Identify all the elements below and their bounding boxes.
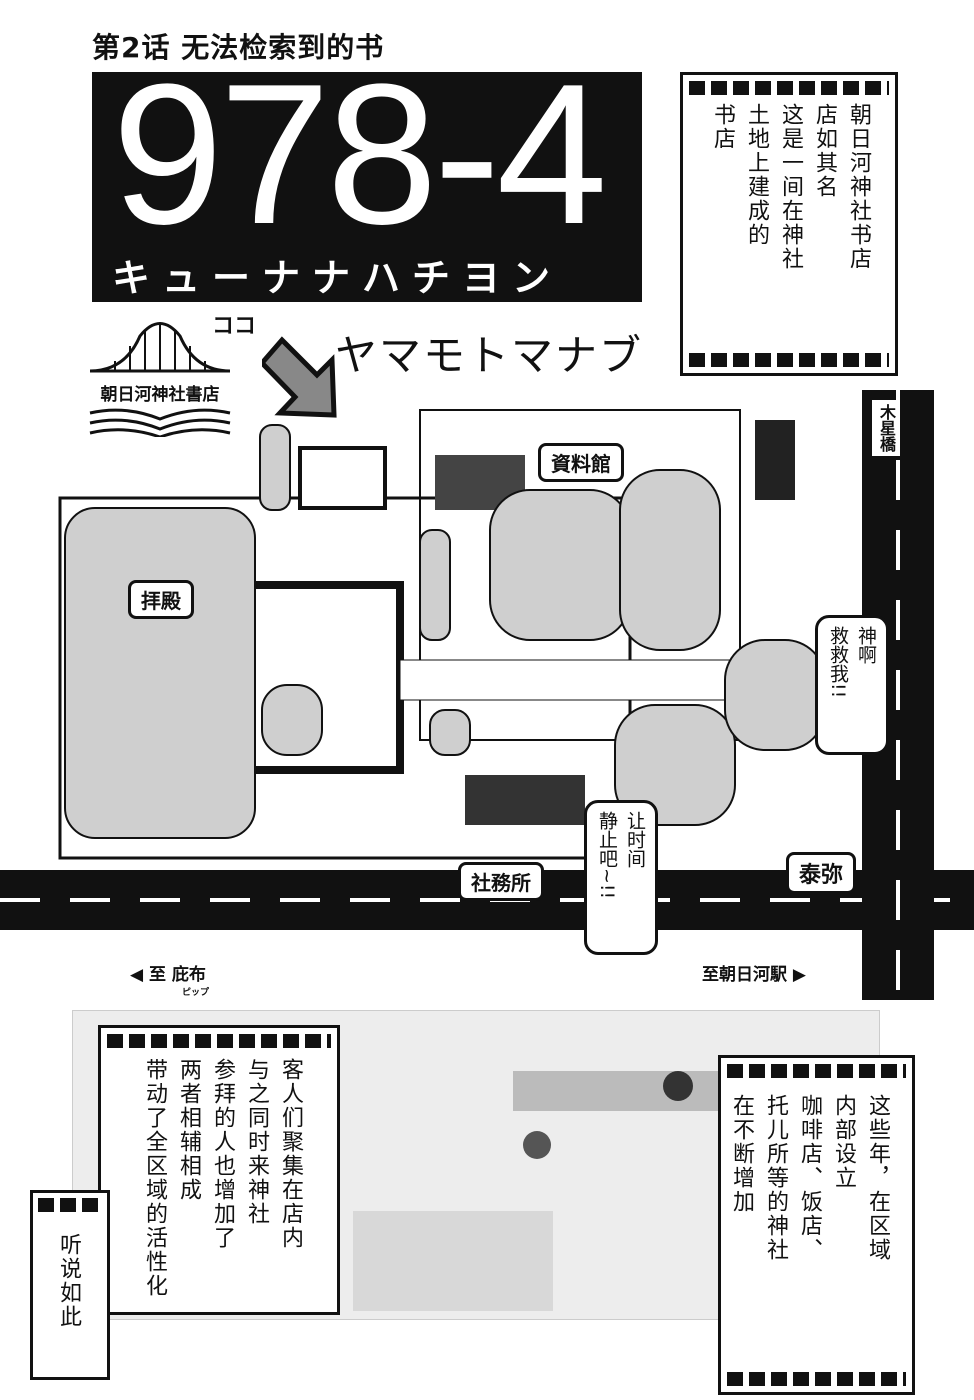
chapter-title: 第2话 无法检索到的书 xyxy=(92,31,385,64)
caption-line: 在不断增加 xyxy=(729,1094,754,1214)
caption-line: 朝日河神社书店 xyxy=(846,103,871,271)
here-marker: ココ xyxy=(212,314,257,339)
author-name: ヤマモトマナブ xyxy=(335,331,644,380)
bubble-line: 神啊 xyxy=(855,626,877,664)
trees xyxy=(64,424,826,839)
border-stripe xyxy=(689,81,889,95)
archive-label: 資料館 xyxy=(538,443,624,482)
office-building xyxy=(465,775,585,825)
caption-line: 两者相辅相成 xyxy=(176,1058,201,1202)
house xyxy=(755,420,795,500)
cover-reading: キューナナハチヨン xyxy=(112,256,563,300)
bridge-label: 木星橋 xyxy=(872,400,900,456)
caption-line: 托儿所等的神社 xyxy=(763,1094,788,1262)
border-stripe xyxy=(727,1064,906,1078)
cover-title-box: 978-4 キューナナハチヨン xyxy=(92,72,642,302)
border-stripe xyxy=(727,1372,906,1386)
speech-bubble-stop-time: 让时间 静止吧~!! xyxy=(584,800,658,955)
bookstore-building xyxy=(298,446,387,510)
caption-line: 带动了全区域的活性化 xyxy=(142,1058,167,1298)
worship-hall-label: 拝殿 xyxy=(128,580,194,619)
caption-left-box: 客人们聚集在店内 与之同时来神社 参拜的人也增加了 两者相辅相成 带动了全区域的… xyxy=(98,1025,340,1315)
caption-right-text: 这些年，在区域 内部设立 咖啡店、饭店、 托儿所等的神社 在不断增加 xyxy=(724,1094,894,1354)
border-stripe xyxy=(38,1198,102,1212)
caption-left-text: 客人们聚集在店内 与之同时来神社 参拜的人也增加了 两者相辅相成 带动了全区域的… xyxy=(137,1058,307,1308)
border-stripe xyxy=(689,353,889,367)
border-stripe xyxy=(107,1034,331,1048)
caption-line: 这些年，在区域 xyxy=(865,1094,890,1262)
caption-small-box: 听说如此 xyxy=(30,1190,110,1380)
cover-number: 978-4 xyxy=(112,72,608,266)
bubble-line: 静止吧~!! xyxy=(596,811,618,900)
caption-line: 参拜的人也增加了 xyxy=(210,1058,235,1250)
caption-line: 店如其名 xyxy=(812,103,837,199)
play-area xyxy=(353,1211,553,1311)
direction-right: 至朝日河駅 ▶ xyxy=(702,965,806,985)
direction-ruby: ピップ xyxy=(182,988,210,998)
caption-line: 书店 xyxy=(710,103,735,151)
speech-bubble-save-me: 神啊 救救我!! xyxy=(815,615,889,755)
direction-left: ◀ 至 庇布 ピップ xyxy=(130,965,210,998)
logo-text: 朝日河神社書店 xyxy=(100,385,220,405)
bubble-line: 让时间 xyxy=(624,811,646,868)
caption-right-box: 这些年，在区域 内部设立 咖啡店、饭店、 托儿所等的神社 在不断增加 xyxy=(718,1055,915,1395)
office-label: 社務所 xyxy=(458,862,544,901)
direction-left-text: 至 庇布 xyxy=(149,965,206,985)
bridge-icon xyxy=(89,322,231,373)
person-label: 泰弥 xyxy=(786,852,857,894)
caption-small-text: 听说如此 xyxy=(56,1233,81,1329)
customer-figure xyxy=(523,1131,551,1159)
intro-caption-text: 朝日河神社书店 店如其名 这是一间在神社 土地上建成的 书店 xyxy=(705,103,875,353)
caption-line: 内部设立 xyxy=(831,1094,856,1190)
caption-line: 土地上建成的 xyxy=(744,103,769,247)
caption-line: 与之同时来神社 xyxy=(244,1058,269,1226)
direction-right-text: 至朝日河駅 xyxy=(702,965,787,985)
barista-figure xyxy=(663,1071,693,1101)
caption-line: 咖啡店、饭店、 xyxy=(797,1094,822,1262)
bubble-line: 救救我!! xyxy=(827,626,849,699)
caption-line: 客人们聚集在店内 xyxy=(278,1058,303,1250)
intro-caption-box: 朝日河神社书店 店如其名 这是一间在神社 土地上建成的 书店 xyxy=(680,72,898,376)
caption-line: 这是一间在神社 xyxy=(778,103,803,271)
arrow-down-icon xyxy=(262,336,337,418)
